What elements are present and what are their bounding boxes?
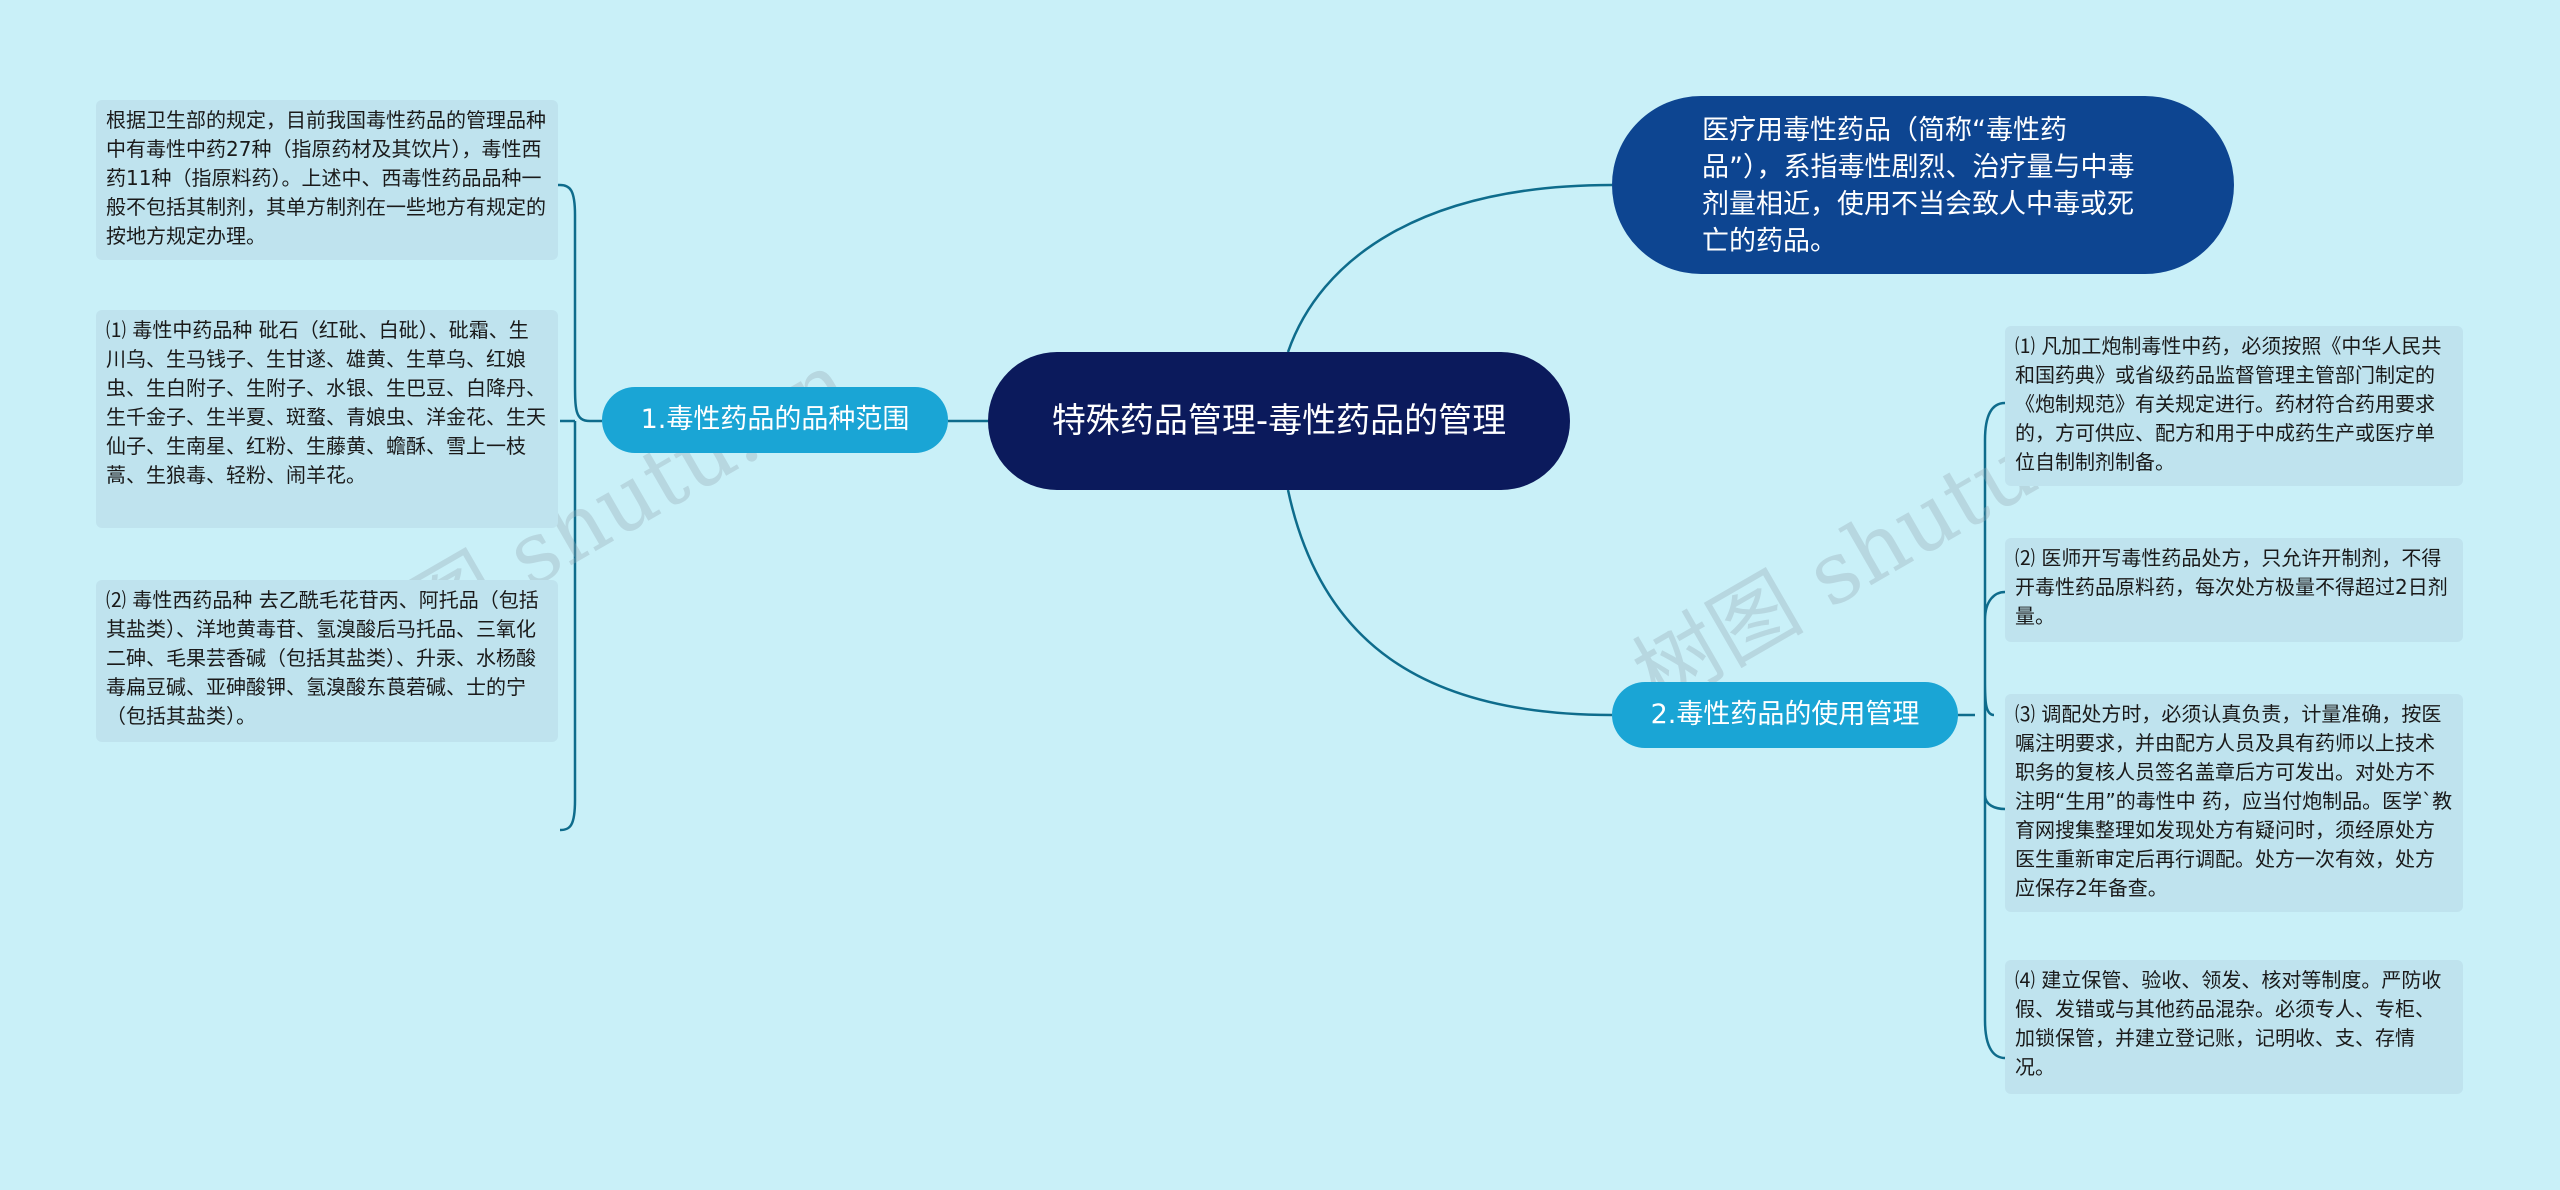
branch-node-usage[interactable]: 2.毒性药品的使用管理 [1612,682,1958,748]
leaf-text: ⑵ 医师开写毒性药品处方，只允许开制剂，不得开毒性药品原料药，每次处方极量不得超… [2015,546,2448,628]
leaf-node[interactable]: ⑴ 毒性中药品种 砒石（红砒、白砒）、砒霜、生川乌、生马钱子、生甘遂、雄黄、生草… [96,310,558,528]
leaf-node[interactable]: ⑶ 调配处方时，必须认真负责，计量准确，按医嘱注明要求，并由配方人员及具有药师以… [2005,694,2463,912]
leaf-node[interactable]: ⑷ 建立保管、验收、领发、核对等制度。严防收假、发错或与其他药品混杂。必须专人、… [2005,960,2463,1094]
link-branch1-leaves [556,183,602,832]
leaf-text: ⑷ 建立保管、验收、领发、核对等制度。严防收假、发错或与其他药品混杂。必须专人、… [2015,968,2442,1079]
definition-node[interactable]: 医疗用毒性药品（简称“毒性药品”），系指毒性剧烈、治疗量与中毒剂量相近，使用不当… [1612,96,2234,274]
leaf-text: ⑴ 凡加工炮制毒性中药，必须按照《中华人民共和国药典》或省级药品监督管理主管部门… [2015,334,2442,474]
leaf-node[interactable]: ⑴ 凡加工炮制毒性中药，必须按照《中华人民共和国药典》或省级药品监督管理主管部门… [2005,326,2463,486]
leaf-node[interactable]: 根据卫生部的规定，目前我国毒性药品的管理品种中有毒性中药27种（指原药材及其饮片… [96,100,558,260]
leaf-text: 根据卫生部的规定，目前我国毒性药品的管理品种中有毒性中药27种（指原药材及其饮片… [106,108,546,248]
definition-text: 医疗用毒性药品（简称“毒性药品”），系指毒性剧烈、治疗量与中毒剂量相近，使用不当… [1702,115,2135,257]
root-node[interactable]: 特殊药品管理-毒性药品的管理 [988,352,1570,490]
link-root-definition [1286,183,1613,353]
leaf-node[interactable]: ⑵ 毒性西药品种 去乙酰毛花苷丙、阿托品（包括其盐类）、洋地黄毒苷、氢溴酸后马托… [96,580,558,742]
link-branch2-leaves [1958,401,2006,1060]
leaf-node[interactable]: ⑵ 医师开写毒性药品处方，只允许开制剂，不得开毒性药品原料药，每次处方极量不得超… [2005,538,2463,642]
leaf-text: ⑴ 毒性中药品种 砒石（红砒、白砒）、砒霜、生川乌、生马钱子、生甘遂、雄黄、生草… [106,318,546,487]
root-title: 特殊药品管理-毒性药品的管理 [1051,401,1507,441]
branch-node-variety[interactable]: 1.毒性药品的品种范围 [602,387,948,453]
leaf-text: ⑶ 调配处方时，必须认真负责，计量准确，按医嘱注明要求，并由配方人员及具有药师以… [2015,702,2453,900]
link-root-branch2 [1286,489,1613,717]
leaf-text: ⑵ 毒性西药品种 去乙酰毛花苷丙、阿托品（包括其盐类）、洋地黄毒苷、氢溴酸后马托… [106,588,539,728]
